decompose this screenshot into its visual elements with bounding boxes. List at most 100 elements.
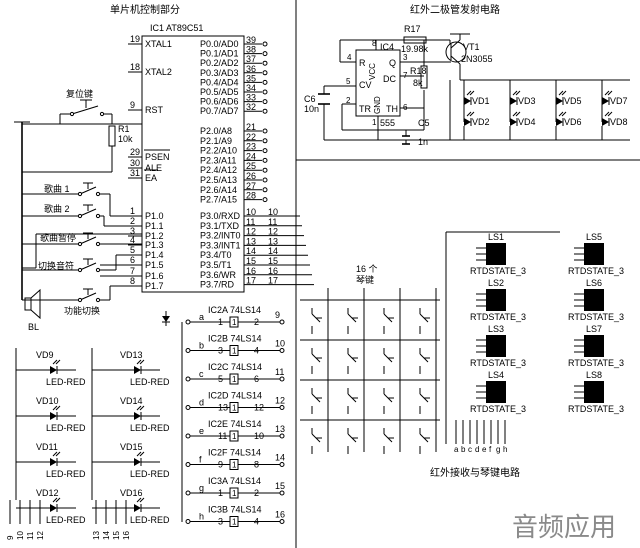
pin-terminal <box>262 79 268 85</box>
r17-resistor <box>403 36 427 44</box>
keypad-label-line1: 16 个 <box>356 264 378 274</box>
red-led <box>50 359 61 374</box>
mcu-pin-name: P3.0/RXD <box>200 211 241 221</box>
bottom-net-number: 10 <box>16 531 25 540</box>
svg-text:8: 8 <box>372 39 377 48</box>
inverter-input-terminal <box>185 433 191 439</box>
inverter-in-pin: 3 <box>218 517 223 527</box>
emission-arrows <box>558 111 567 117</box>
red-led <box>134 451 145 466</box>
emission-arrows <box>558 90 567 96</box>
diode-triangle <box>510 118 517 126</box>
r17-name: R17 <box>404 24 421 34</box>
pin-terminal <box>262 99 268 105</box>
svg-text:TH: TH <box>386 104 398 114</box>
status-led-icon <box>162 311 170 326</box>
diode-triangle <box>50 412 57 420</box>
song2-button: 歌曲 2 <box>44 203 101 219</box>
inverter-in-pin: 3 <box>218 346 223 356</box>
mcu-pin-name: P3.4/T0 <box>200 250 232 260</box>
pause-button: 歌曲暂停 <box>40 232 101 247</box>
inverter-input-terminal <box>185 519 191 524</box>
mcu-pin-number: 5 <box>130 245 135 255</box>
bottom-net-number: 16 <box>122 531 131 540</box>
mcu-pin-number: 26 <box>246 171 256 181</box>
mcu-body <box>141 35 245 293</box>
red-led <box>134 405 145 420</box>
mcu-pin-number: 28 <box>246 191 256 201</box>
mcu-pin-number: 6 <box>130 255 135 265</box>
inverter-in-pin: 1 <box>218 317 223 327</box>
mcu-pin-name: P3.6/WR <box>200 270 237 280</box>
c6-capacitor <box>318 93 330 105</box>
mcu-pin-name: P1.4 <box>145 250 164 260</box>
receiver-state-label: RTDSTATE_3 <box>568 358 624 368</box>
song1-button: 歌曲 1 <box>44 182 101 197</box>
ir-led-label: VD8 <box>610 117 628 127</box>
bottom-net-number: 9 <box>6 535 15 540</box>
inverter-net-number: 10 <box>275 339 285 349</box>
receiver-name: LS5 <box>586 232 602 242</box>
ir-led-label: VD1 <box>472 96 490 106</box>
inverter-in-pin: 1 <box>218 488 223 498</box>
timer-555-wiring <box>323 39 451 144</box>
diode-triangle <box>50 504 57 512</box>
mcu-pin-number: 3 <box>130 226 135 236</box>
inverter-out-pin: 12 <box>254 403 264 413</box>
port3-net-number: 15 <box>268 256 278 266</box>
receiver-body <box>584 335 604 357</box>
r1-resistor <box>108 125 116 147</box>
mcu-pin-number: 2 <box>130 216 135 226</box>
ir-receivers: LS1RTDSTATE_3LS2RTDSTATE_3LS3RTDSTATE_3L… <box>445 231 624 444</box>
svg-text:3: 3 <box>403 53 408 62</box>
ir-tx-section-title: 红外二极管发射电路 <box>410 3 500 16</box>
inverter-gate-mark: 1 <box>232 489 237 498</box>
red-led-name: VD13 <box>120 350 143 360</box>
mcu-pin-number: 29 <box>130 147 140 157</box>
diode-triangle <box>602 97 609 105</box>
red-led-name: VD9 <box>36 350 54 360</box>
key-switch <box>311 308 322 334</box>
inverter-gate-mark: 1 <box>232 318 237 327</box>
inverter-net-number: 9 <box>275 310 280 320</box>
inverter-input-terminal <box>185 319 191 325</box>
mcu-pin-number: 27 <box>246 181 256 191</box>
mcu-pin-number: 17 <box>246 276 256 286</box>
inverter-net-number: 12 <box>275 396 285 406</box>
inverter-net-number: 16 <box>275 510 285 520</box>
inverter-input-terminal <box>185 462 191 467</box>
inverter-in-pin: 9 <box>218 460 223 470</box>
mcu-pin-name: P1.7 <box>145 281 164 291</box>
bottom-letter: a <box>454 445 459 454</box>
red-led-column-right: VD13LED-REDVD14LED-REDVD15LED-REDVD16LED… <box>91 348 170 525</box>
bottom-letter: c <box>468 445 472 454</box>
red-led-type: LED-RED <box>130 423 170 433</box>
r1-name: R1 <box>118 124 130 134</box>
svg-text:GND: GND <box>373 96 382 114</box>
mcu-pin-number: 37 <box>246 54 256 64</box>
inverter-part-label: IC2E 74LS14 <box>208 419 262 429</box>
keypad-label-line2: 琴键 <box>356 274 374 285</box>
ir-led <box>464 111 475 126</box>
svg-text:555: 555 <box>380 118 395 128</box>
mcu-pin-number: 25 <box>246 161 256 171</box>
inverter-net-letter: f <box>199 455 202 465</box>
key-switch <box>347 388 358 414</box>
mcu-pin-number: 12 <box>246 227 256 237</box>
bottom-net-number: 13 <box>92 531 101 540</box>
svg-text:CV: CV <box>359 80 372 90</box>
pin-terminal <box>262 128 268 134</box>
mcu-pin-name: P3.7/RD <box>200 280 235 290</box>
emission-arrows <box>512 90 521 96</box>
inverter-out-pin: 8 <box>254 460 259 470</box>
key-switch <box>347 308 358 334</box>
tone-switch-button: 切换音符 <box>38 258 101 273</box>
receiver-body <box>584 289 604 311</box>
vt1-transistor: VT1 2N3055 <box>445 39 493 80</box>
port3-net-number: 17 <box>268 276 278 286</box>
pin-terminal <box>262 187 268 193</box>
diode-triangle <box>134 504 141 512</box>
mcu-pin-name: P2.1/A9 <box>200 136 232 146</box>
